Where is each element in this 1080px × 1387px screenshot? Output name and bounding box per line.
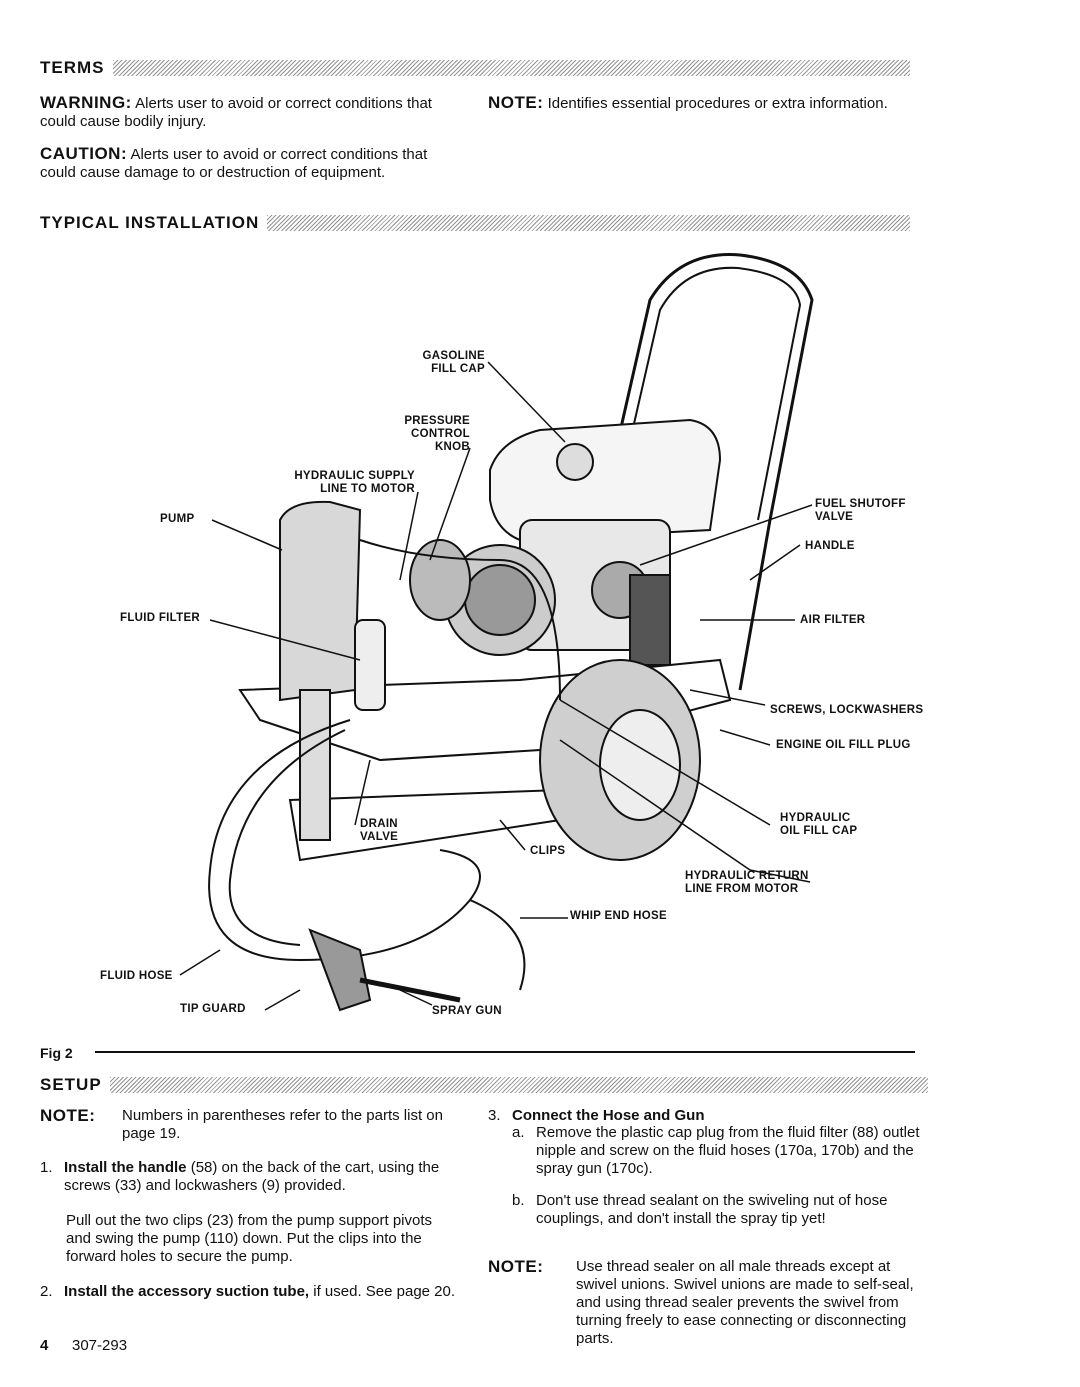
step3a-text: Remove the plastic cap plug from the flu… xyxy=(536,1124,920,1177)
step1-bold: Install the handle xyxy=(64,1159,187,1176)
label-line: VALVE xyxy=(815,511,854,523)
label-tip-guard: TIP GUARD xyxy=(180,1003,246,1015)
label-hydraulic-return-line: HYDRAULIC RETURN LINE FROM MOTOR xyxy=(685,870,809,896)
label-whip-end-hose: WHIP END HOSE xyxy=(570,910,667,922)
note-term: NOTE: xyxy=(488,93,544,112)
caution-definition: CAUTION: Alerts user to avoid or correct… xyxy=(40,145,460,182)
setup-header: SETUP xyxy=(40,1075,928,1095)
page-number: 4 xyxy=(40,1337,49,1354)
label-line: LINE TO MOTOR xyxy=(320,483,415,495)
caution-term: CAUTION: xyxy=(40,144,128,163)
label-gasoline-fill-cap: GASOLINE FILL CAP xyxy=(385,350,485,376)
step-number: 3. xyxy=(488,1107,501,1124)
label-clips: CLIPS xyxy=(530,845,566,857)
label-line: FUEL SHUTOFF xyxy=(815,498,906,510)
label-line: OIL FILL CAP xyxy=(780,825,858,837)
label-drain-valve: DRAIN VALVE xyxy=(360,818,398,844)
terms-heading: TERMS xyxy=(40,58,105,77)
label-screws-lockwashers: SCREWS, LOCKWASHERS xyxy=(770,704,924,716)
label-line: CONTROL xyxy=(411,428,470,440)
caution-text: Alerts user to avoid or correct conditio… xyxy=(40,146,428,181)
sprayer-illustration xyxy=(179,253,814,1012)
label-fluid-hose: FLUID HOSE xyxy=(100,970,173,982)
warning-definition: WARNING: Alerts user to avoid or correct… xyxy=(40,94,460,131)
section-rule xyxy=(112,60,910,76)
note-text: Identifies essential procedures or extra… xyxy=(547,95,888,112)
label-line: DRAIN xyxy=(360,818,398,830)
label-air-filter: AIR FILTER xyxy=(800,614,866,626)
setup-note: NOTE: Numbers in parentheses refer to th… xyxy=(40,1107,460,1143)
section-rule xyxy=(267,215,910,231)
setup-step-1: 1. Install the handle (58) on the back o… xyxy=(40,1159,460,1195)
label-hydraulic-oil-fill-cap: HYDRAULIC OIL FILL CAP xyxy=(780,812,857,838)
setup-heading: SETUP xyxy=(40,1075,102,1094)
label-line: LINE FROM MOTOR xyxy=(685,883,799,895)
label-line: HYDRAULIC xyxy=(780,812,851,824)
installation-heading: TYPICAL INSTALLATION xyxy=(40,213,260,232)
section-rule xyxy=(109,1077,928,1093)
label-pump: PUMP xyxy=(160,513,195,525)
label-engine-oil-fill-plug: ENGINE OIL FILL PLUG xyxy=(776,739,911,751)
label-fluid-filter: FLUID FILTER xyxy=(120,612,201,624)
label-line: VALVE xyxy=(360,831,399,843)
setup-step-3: 3. Connect the Hose and Gun xyxy=(488,1107,918,1125)
step2-bold: Install the accessory suction tube, xyxy=(64,1283,310,1300)
setup-step-3a: a. Remove the plastic cap plug from the … xyxy=(512,1124,922,1178)
label-line: FILL CAP xyxy=(431,363,485,375)
note-definition: NOTE: Identifies essential procedures or… xyxy=(488,94,913,113)
step-number: 1. xyxy=(40,1159,53,1176)
step3b-text: Don't use thread sealant on the swivelin… xyxy=(536,1192,888,1227)
setup-step-3b: b. Don't use thread sealant on the swive… xyxy=(512,1192,922,1228)
label-fuel-shutoff-valve: FUEL SHUTOFF VALVE xyxy=(815,498,906,524)
label-handle: HANDLE xyxy=(805,540,855,552)
label-hydraulic-supply-line: HYDRAULIC SUPPLY LINE TO MOTOR xyxy=(230,470,415,496)
warning-term: WARNING: xyxy=(40,93,132,112)
step2-text: if used. See page 20. xyxy=(313,1283,456,1300)
figure-label: Fig 2 xyxy=(40,1045,73,1061)
setup-note2-text: Use thread sealer on all male threads ex… xyxy=(576,1258,914,1347)
setup-step-1-paragraph: Pull out the two clips (23) from the pum… xyxy=(66,1212,433,1265)
step3-heading: Connect the Hose and Gun xyxy=(512,1107,705,1124)
setup-note-term: NOTE: xyxy=(40,1106,96,1125)
label-pressure-control-knob: PRESSURE CONTROL KNOB xyxy=(370,415,470,454)
setup-note-text: Numbers in parentheses refer to the part… xyxy=(122,1107,443,1142)
label-line: PRESSURE xyxy=(404,415,470,427)
document-number: 307-293 xyxy=(72,1337,128,1354)
warning-text: Alerts user to avoid or correct conditio… xyxy=(40,95,432,130)
installation-header: TYPICAL INSTALLATION xyxy=(40,213,910,233)
figure-rule xyxy=(95,1051,915,1053)
step-letter: a. xyxy=(512,1124,525,1141)
step-number: 2. xyxy=(40,1283,53,1300)
label-line: KNOB xyxy=(434,441,470,453)
step-letter: b. xyxy=(512,1192,525,1209)
label-line: HYDRAULIC RETURN xyxy=(685,870,809,882)
label-spray-gun: SPRAY GUN xyxy=(432,1005,502,1017)
setup-step-2: 2. Install the accessory suction tube, i… xyxy=(40,1283,460,1301)
step1-text: (58) on the back of the cart, using the … xyxy=(64,1159,440,1194)
setup-note2-term: NOTE: xyxy=(488,1257,544,1276)
setup-note-2: NOTE: Use thread sealer on all male thre… xyxy=(488,1258,923,1348)
label-line: GASOLINE xyxy=(422,350,485,362)
terms-header: TERMS xyxy=(40,58,910,78)
label-line: HYDRAULIC SUPPLY xyxy=(294,470,415,482)
